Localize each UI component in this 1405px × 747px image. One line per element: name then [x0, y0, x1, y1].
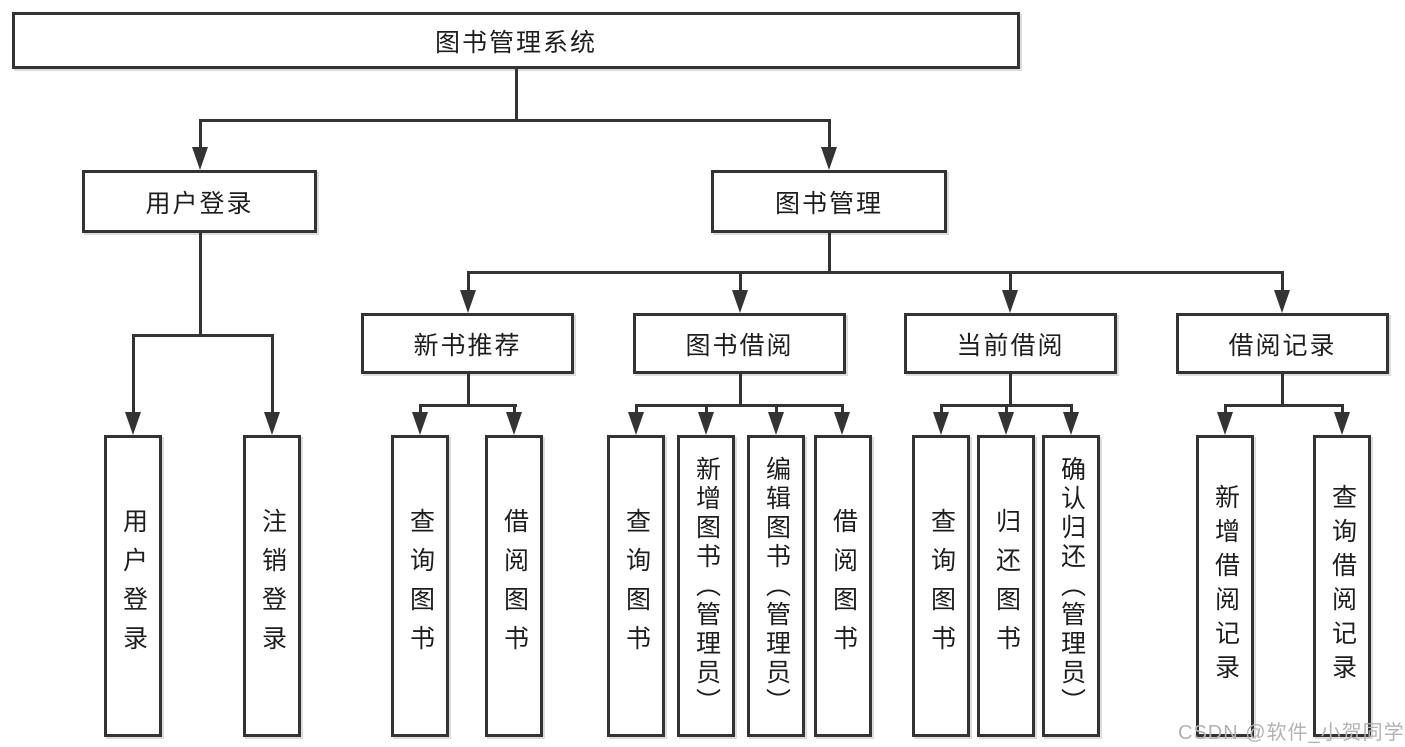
arrowhead-down-icon [264, 412, 280, 435]
connector-line [1009, 271, 1012, 293]
connector-line [132, 334, 135, 414]
leaf-label: 用户登录 [119, 508, 148, 664]
leaf-box-query-books-borrowing: 查询图书 [607, 435, 665, 737]
connector-line [828, 119, 831, 149]
arrowhead-down-icon [998, 412, 1014, 435]
group-label: 当前借阅 [956, 331, 1065, 360]
leaf-label: 查询图书 [406, 508, 435, 664]
group-label: 新书推荐 [413, 331, 522, 360]
connector-line [467, 271, 1284, 274]
leaf-label: 新增图书（管理员） [692, 455, 721, 717]
arrowhead-down-icon [125, 412, 141, 435]
arrowhead-down-icon [1002, 290, 1018, 313]
leaf-label: 编辑图书（管理员） [762, 455, 791, 717]
leaf-label: 查询图书 [927, 508, 956, 664]
connector-line [513, 404, 516, 414]
arrowhead-down-icon [412, 412, 428, 435]
connector-line [467, 271, 470, 293]
arrowhead-down-icon [1274, 290, 1290, 313]
connector-line [1224, 404, 1227, 414]
connector-line [940, 404, 943, 414]
connector-line [1281, 271, 1284, 293]
connector-line [199, 119, 202, 149]
connector-line [419, 404, 422, 414]
branch-box-book-management: 图书管理 [711, 170, 947, 233]
connector-line [271, 334, 274, 414]
leaf-label: 新增借阅记录 [1211, 484, 1240, 688]
leaf-label: 借阅图书 [500, 508, 529, 664]
leaf-box-return-books: 归还图书 [977, 435, 1035, 737]
arrowhead-down-icon [821, 147, 837, 170]
root-box-library-system: 图书管理系统 [12, 12, 1020, 69]
connector-line [467, 374, 470, 406]
leaf-label: 借阅图书 [829, 508, 858, 664]
connector-line [739, 374, 742, 406]
connector-line [705, 404, 708, 414]
leaf-box-query-books-current: 查询图书 [912, 435, 970, 737]
arrowhead-down-icon [698, 412, 714, 435]
leaf-label: 确认归还（管理员） [1057, 455, 1086, 717]
csdn-watermark: CSDN @软件_小贺同学 [1178, 722, 1405, 744]
arrowhead-down-icon [1334, 412, 1350, 435]
arrowhead-down-icon [1217, 412, 1233, 435]
group-label: 借阅记录 [1228, 331, 1337, 360]
arrowhead-down-icon [506, 412, 522, 435]
leaf-box-query-borrow-record: 查询借阅记录 [1313, 435, 1371, 737]
group-box-borrow-records: 借阅记录 [1176, 313, 1389, 374]
connector-line [635, 404, 638, 414]
branch-box-user-login: 用户登录 [82, 170, 317, 233]
connector-line [739, 271, 742, 293]
leaf-box-query-books-recommend: 查询图书 [391, 435, 449, 737]
group-box-book-borrowing: 图书借阅 [633, 313, 846, 374]
leaf-label: 归还图书 [992, 508, 1021, 664]
leaf-box-borrow-books: 借阅图书 [814, 435, 872, 737]
connector-line [419, 404, 517, 407]
connector-line [199, 233, 202, 335]
arrowhead-down-icon [192, 147, 208, 170]
arrowhead-down-icon [1063, 412, 1079, 435]
connector-line [1224, 404, 1344, 407]
branch-label: 图书管理 [774, 189, 883, 218]
connector-line [1005, 404, 1008, 414]
connector-line [841, 404, 844, 414]
group-box-new-book-recommend: 新书推荐 [361, 313, 574, 374]
leaf-box-borrow-books-recommend: 借阅图书 [485, 435, 543, 737]
arrowhead-down-icon [834, 412, 850, 435]
connector-line [132, 334, 274, 337]
leaf-box-add-books-admin: 新增图书（管理员） [677, 435, 735, 737]
arrowhead-down-icon [460, 290, 476, 313]
leaf-label: 注销登录 [258, 508, 287, 664]
leaf-label: 查询借阅记录 [1328, 484, 1357, 688]
connector-line [775, 404, 778, 414]
leaf-box-user-login: 用户登录 [104, 435, 162, 737]
root-label: 图书管理系统 [434, 28, 597, 57]
group-box-current-borrowing: 当前借阅 [904, 313, 1117, 374]
connector-line [635, 404, 843, 407]
branch-label: 用户登录 [145, 189, 254, 218]
connector-line [515, 68, 518, 120]
arrowhead-down-icon [628, 412, 644, 435]
leaf-box-add-borrow-record: 新增借阅记录 [1196, 435, 1254, 737]
connector-line [1009, 374, 1012, 406]
leaf-box-confirm-return-admin: 确认归还（管理员） [1042, 435, 1100, 737]
leaf-label: 查询图书 [622, 508, 651, 664]
connector-line [1070, 404, 1073, 414]
connector-line [828, 233, 831, 273]
arrowhead-down-icon [768, 412, 784, 435]
arrowhead-down-icon [732, 290, 748, 313]
arrowhead-down-icon [933, 412, 949, 435]
connector-line [1341, 404, 1344, 414]
leaf-box-edit-books-admin: 编辑图书（管理员） [747, 435, 805, 737]
leaf-box-logout: 注销登录 [243, 435, 301, 737]
group-label: 图书借阅 [685, 331, 794, 360]
connector-line [1281, 374, 1284, 406]
connector-line [199, 119, 831, 122]
